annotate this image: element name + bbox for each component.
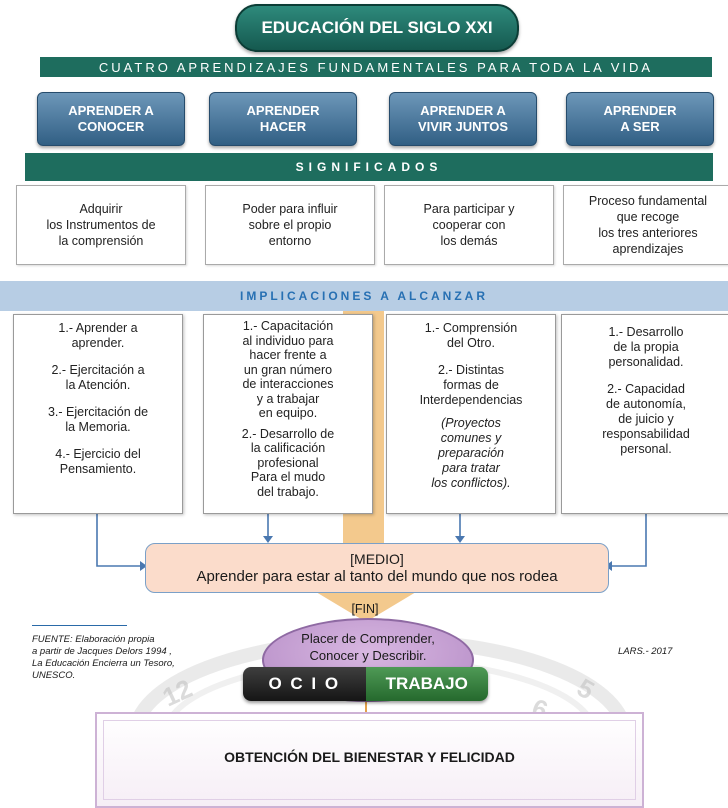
significado-conocer: Adquirir los Instrumentos de la comprens… (16, 185, 186, 265)
implicaciones-hacer: 1.- Capacitación al individuo para hacer… (203, 314, 373, 514)
aprender-conocer-box: APRENDER A CONOCER (37, 92, 185, 146)
implicaciones-header: IMPLICACIONES A ALCANZAR (0, 281, 728, 311)
significado-vivir-juntos: Para participar y cooperar con los demás (384, 185, 554, 265)
aprender-vivir-juntos-box: APRENDER A VIVIR JUNTOS (389, 92, 537, 146)
aprender-hacer-box: APRENDER HACER (209, 92, 357, 146)
author-credit: LARS.- 2017 (618, 646, 673, 657)
impl-item: 3.- Ejercitación de la Memoria. (47, 405, 149, 434)
bienestar-text: OBTENCIÓN DEL BIENESTAR Y FELICIDAD (224, 749, 515, 765)
significado-ser: Proceso fundamental que recoge los tres … (563, 185, 728, 265)
impl-item: 2.- Desarrollo de la calificación profes… (241, 426, 335, 499)
source-divider (32, 625, 127, 626)
medio-box: [MEDIO] Aprender para estar al tanto del… (145, 543, 609, 593)
implicaciones-ser: 1.- Desarrollo de la propia personalidad… (561, 314, 728, 514)
implicaciones-conocer: 1.- Aprender a aprender. 2.- Ejercitació… (13, 314, 183, 514)
bienestar-inner-frame (103, 720, 636, 800)
impl-item: 2.- Distintas formas de Interdependencia… (419, 363, 523, 407)
bienestar-box: OBTENCIÓN DEL BIENESTAR Y FELICIDAD (95, 712, 644, 808)
main-title: EDUCACIÓN DEL SIGLO XXI (235, 4, 519, 52)
source-note: FUENTE: Elaboración propia a partir de J… (32, 634, 175, 681)
significados-header: SIGNIFICADOS (25, 153, 713, 181)
fin-label: [FIN] (351, 602, 379, 616)
impl-item-note: (Proyectos comunes y preparación para tr… (431, 416, 511, 490)
medio-label: [MEDIO] (350, 551, 404, 567)
impl-item: 4.- Ejercicio del Pensamiento. (55, 447, 141, 476)
impl-item: 1.- Capacitación al individuo para hacer… (242, 319, 334, 420)
impl-item: 1.- Aprender a aprender. (58, 321, 138, 350)
placer-text: Placer de Comprender, Conocer y Describi… (301, 631, 435, 663)
impl-item: 1.- Comprensión del Otro. (424, 321, 518, 350)
ocio-label: O C I O (243, 667, 366, 701)
trabajo-label: TRABAJO (365, 667, 488, 701)
implicaciones-vivir-juntos: 1.- Comprensión del Otro. 2.- Distintas … (386, 314, 556, 514)
medio-text: Aprender para estar al tanto del mundo q… (196, 568, 558, 585)
subtitle-bar: CUATRO APRENDIZAJES FUNDAMENTALES PARA T… (40, 57, 712, 77)
impl-item: 2.- Capacidad de autonomía, de juicio y … (602, 382, 690, 456)
ocio-trabajo-bar: O C I O TRABAJO (243, 667, 488, 701)
impl-item: 2.- Ejercitación a la Atención. (51, 363, 145, 392)
significado-hacer: Poder para influir sobre el propio entor… (205, 185, 375, 265)
impl-item: 1.- Desarrollo de la propia personalidad… (608, 325, 684, 369)
aprender-ser-box: APRENDER A SER (566, 92, 714, 146)
